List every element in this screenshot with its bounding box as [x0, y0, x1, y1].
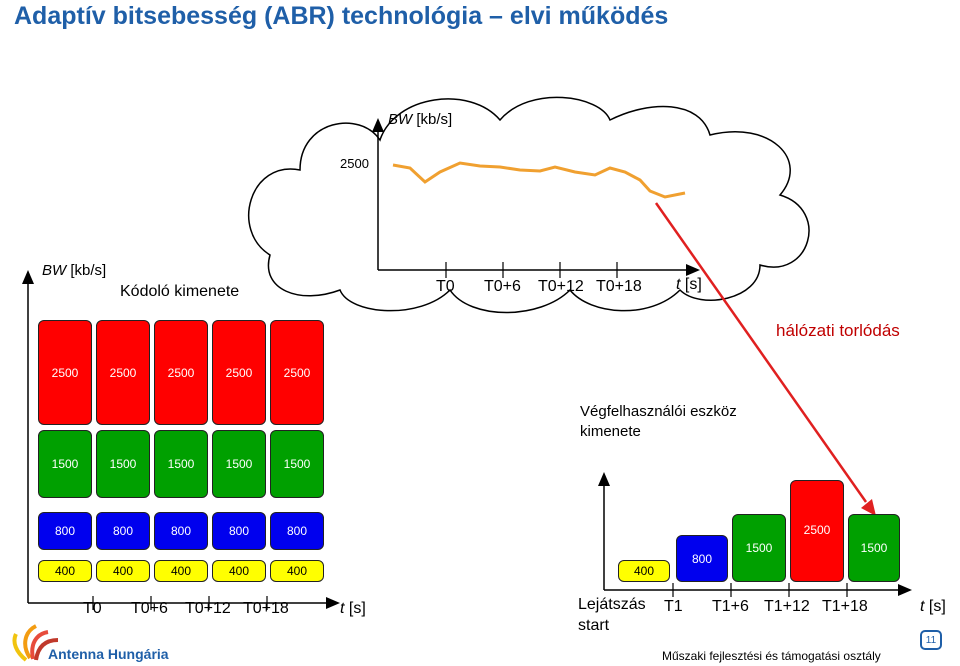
encoder-x-tick-label: T0+18 [243, 600, 289, 617]
encoder-segment: 2500 [270, 320, 324, 425]
playback-start-label: Lejátszás start [578, 596, 646, 634]
congestion-arrowhead [861, 499, 876, 516]
player-segment: 1500 [848, 514, 900, 582]
player-x-tick-label: T1+6 [712, 598, 749, 615]
player-x-tick-label: T1+12 [764, 598, 810, 615]
encoder-segment: 1500 [270, 430, 324, 498]
player-x-arrowhead [898, 584, 912, 596]
congestion-label: hálózati torlódás [776, 321, 900, 340]
encoder-segment: 2500 [96, 320, 150, 425]
encoder-segment: 1500 [212, 430, 266, 498]
encoder-segment: 1500 [154, 430, 208, 498]
encoder-segment: 1500 [96, 430, 150, 498]
logo-text: Antenna Hungária [48, 646, 169, 662]
encoder-segment: 400 [270, 560, 324, 582]
cloud-x-arrowhead [686, 264, 700, 276]
encoder-segment: 800 [154, 512, 208, 550]
encoder-segment: 2500 [38, 320, 92, 425]
encoder-segment: 2500 [154, 320, 208, 425]
cloud-x-tick-label: T0+18 [596, 278, 642, 295]
player-segment: 800 [676, 535, 728, 582]
cloud-x-tick-label: T0+12 [538, 278, 584, 295]
encoder-x-axis-label: t [s] [340, 600, 366, 617]
encoder-segment: 800 [270, 512, 324, 550]
encoder-x-tick-label: T0 [83, 600, 102, 617]
encoder-y-arrowhead [22, 270, 34, 284]
encoder-x-tick-label: T0+12 [185, 600, 231, 617]
player-x-tick-label: T1+18 [822, 598, 868, 615]
player-y-arrowhead [598, 472, 610, 486]
encoder-segment: 400 [154, 560, 208, 582]
logo-icon [12, 624, 59, 662]
cloud-shape [247, 96, 810, 314]
player-segment: 400 [618, 560, 670, 582]
cloud-x-tick-label: T0 [436, 278, 455, 295]
encoder-segment: 800 [96, 512, 150, 550]
player-segment: 1500 [732, 514, 786, 582]
encoder-segment: 800 [38, 512, 92, 550]
player-x-tick-label: T1 [664, 598, 683, 615]
cloud-x-tick-label: T0+6 [484, 278, 521, 295]
page-number: 11 [920, 630, 942, 650]
encoder-segment: 400 [212, 560, 266, 582]
encoder-y-axis-label: BW [kb/s] [42, 262, 107, 279]
page-title: Adaptív bitsebesség (ABR) technológia – … [14, 2, 669, 30]
encoder-segment: 800 [212, 512, 266, 550]
footer-department: Műszaki fejlesztési és támogatási osztál… [662, 649, 881, 663]
player-x-axis-label: t [s] [920, 598, 946, 615]
encoder-x-arrowhead [326, 597, 340, 609]
encoder-segment: 400 [96, 560, 150, 582]
bandwidth-line [392, 161, 686, 199]
cloud-y-arrowhead [372, 118, 384, 132]
cloud-value-label: 2500 [340, 156, 369, 171]
congestion-arrow [654, 202, 868, 503]
encoder-title: Kódoló kimenete [120, 283, 240, 300]
cloud-x-axis-label: t [s] [676, 276, 702, 293]
encoder-x-tick-label: T0+6 [131, 600, 168, 617]
encoder-segment: 400 [38, 560, 92, 582]
cloud-y-axis-label: BW [kb/s] [388, 111, 453, 128]
player-title: Végfelhasználói eszköz kimenete [580, 403, 737, 440]
encoder-segment: 1500 [38, 430, 92, 498]
player-segment: 2500 [790, 480, 844, 582]
encoder-segment: 2500 [212, 320, 266, 425]
